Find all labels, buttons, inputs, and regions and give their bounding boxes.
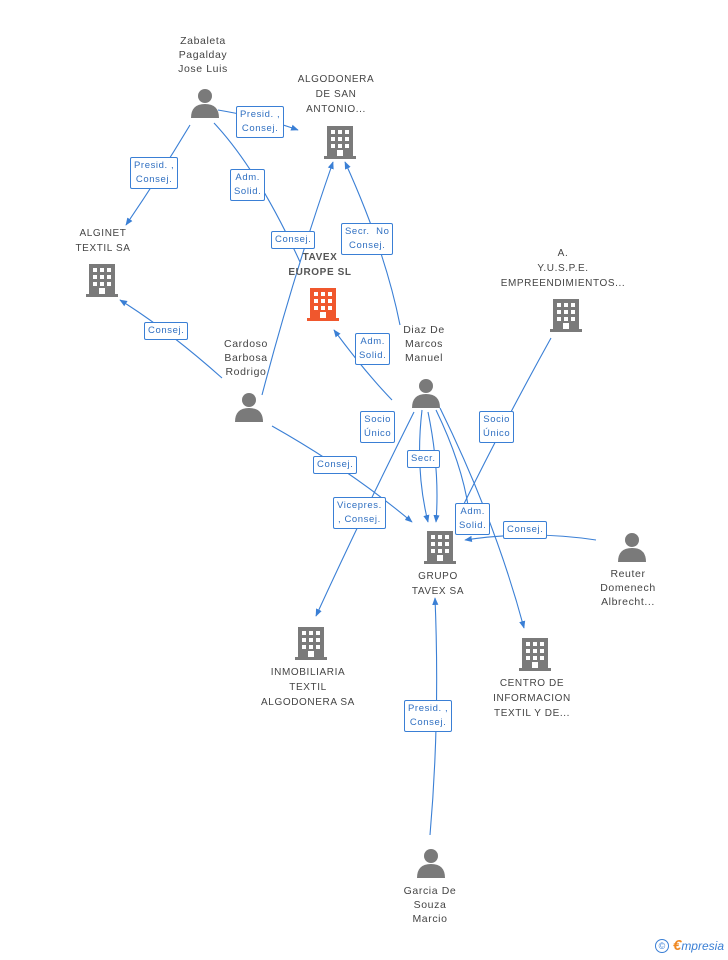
edge-cardoso-algodonera [261, 161, 334, 396]
edge-label-secr-no[interactable]: Secr. No Consej. [341, 223, 394, 255]
building-icon-yuspe[interactable] [550, 299, 582, 332]
person-icon-reuter[interactable] [618, 533, 646, 562]
building-icon-tavex-europe[interactable] [307, 288, 339, 321]
node-label-yuspe[interactable]: A. Y.U.S.P.E. EMPREENDIMIENTOS... [500, 248, 626, 289]
node-label-centro[interactable]: CENTRO DE INFORMACION TEXTIL Y DE... [493, 678, 571, 719]
edge-label-garcia-presid[interactable]: Presid. , Consej. [404, 700, 453, 732]
brand-logo: © €mpresia [654, 937, 724, 954]
edge-label-zab-alginet[interactable]: Presid. , Consej. [130, 157, 179, 189]
node-label-alginet[interactable]: ALGINET TEXTIL SA [75, 228, 131, 254]
node-label-zabaleta[interactable]: Zabaleta Pagalday Jose Luis [178, 35, 228, 75]
person-icon-cardoso[interactable] [235, 393, 263, 422]
edge-label-adm-solid-diaz[interactable]: Adm. Solid. [455, 503, 491, 535]
edge-label-card-grupo[interactable]: Consej. [313, 456, 358, 474]
edge-label-card-alginet[interactable]: Consej. [144, 322, 189, 340]
node-label-reuter[interactable]: Reuter Domenech Albrecht... [600, 568, 656, 608]
node-label-cardoso[interactable]: Cardoso Barbosa Rodrigo [224, 338, 268, 378]
edge-label-secr[interactable]: Secr. [407, 450, 440, 468]
edge-diaz-grupo-secr [427, 411, 440, 523]
node-label-diaz[interactable]: Diaz De Marcos Manuel [403, 324, 445, 364]
building-icon-centro[interactable] [519, 638, 551, 671]
person-icon-garcia[interactable] [417, 849, 445, 878]
empresia-e-glyph: € [672, 937, 682, 954]
edge-label-socio-2[interactable]: Socio Único [479, 411, 515, 443]
edge-label-vicepres[interactable]: Vicepres. , Consej. [333, 497, 386, 529]
building-icon-inmobiliaria[interactable] [295, 627, 327, 660]
edge-diaz-tavex [333, 329, 393, 401]
node-label-garcia[interactable]: Garcia De Souza Marcio [403, 885, 457, 925]
edge-label-socio-1[interactable]: Socio Único [360, 411, 396, 443]
node-label-tavex-europe[interactable]: TAVEX EUROPE SL [288, 252, 352, 278]
copyright-icon: © [654, 938, 669, 953]
edge-label-diaz-tavex[interactable]: Adm. Solid. [355, 333, 391, 365]
building-icon-algodonera[interactable] [324, 126, 356, 159]
node-label-algodonera[interactable]: ALGODONERA DE SAN ANTONIO... [297, 74, 375, 115]
node-label-inmobiliaria[interactable]: INMOBILIARIA TEXTIL ALGODONERA SA [261, 667, 355, 708]
person-icon-zabaleta[interactable] [191, 89, 219, 118]
node-label-grupo-tavex[interactable]: GRUPO TAVEX SA [411, 571, 465, 597]
edge-label-reuter-consej[interactable]: Consej. [503, 521, 548, 539]
edge-label-zab-alg[interactable]: Presid. , Consej. [236, 106, 285, 138]
edge-label-zab-grupo[interactable]: Adm. Solid. [230, 169, 266, 201]
edge-label-consej-top[interactable]: Consej. [271, 231, 316, 249]
brand-word: mpresia [681, 938, 724, 953]
building-icon-grupo-tavex[interactable] [424, 531, 456, 564]
building-icon-alginet[interactable] [86, 264, 118, 297]
person-icon-diaz[interactable] [412, 379, 440, 408]
